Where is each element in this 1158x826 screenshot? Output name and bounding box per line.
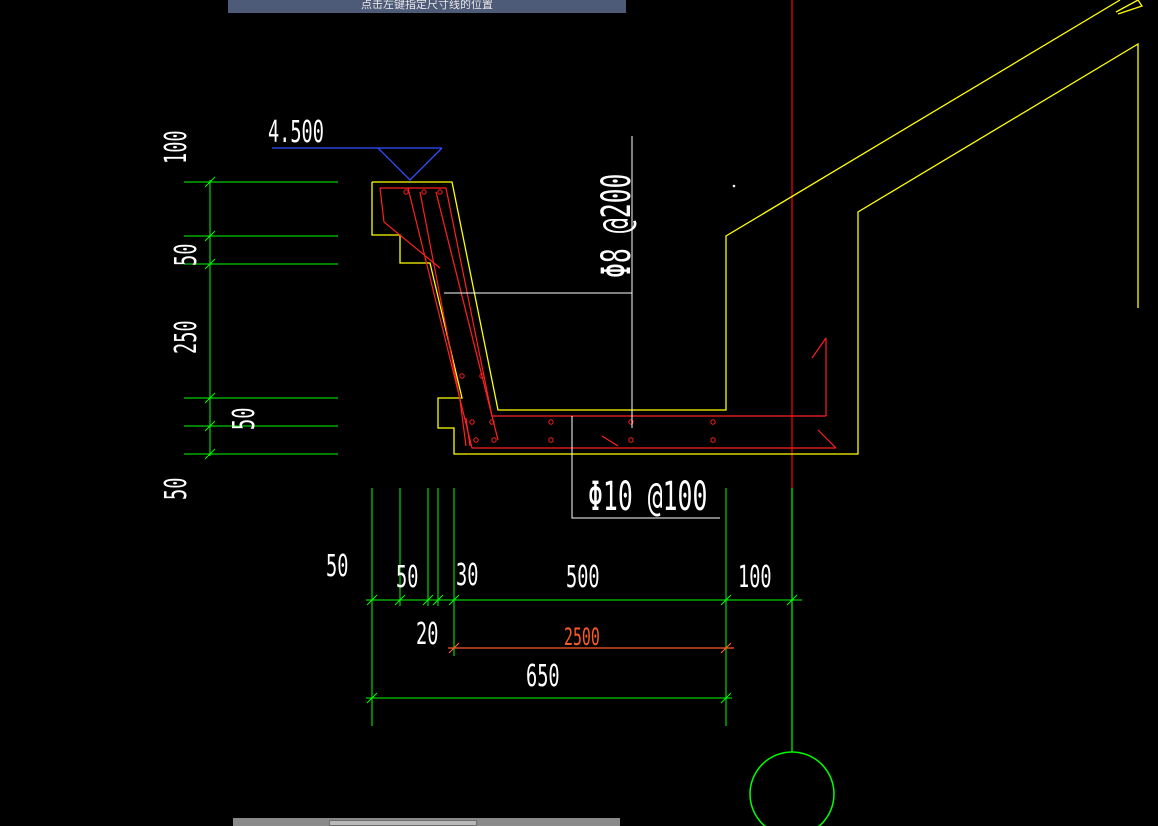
dim-h-50-outer: 50	[326, 548, 348, 583]
dim-h-30: 30	[456, 557, 478, 592]
overall-dimension	[448, 642, 734, 654]
horizontal-dimension-labels: 50 50 30 500 100 20 650 2500	[326, 548, 772, 693]
vertical-dimension-labels: 100 50 250 50 50	[158, 130, 261, 500]
rebar-label-vertical: Φ8 @200	[593, 174, 640, 278]
dim-h-500: 500	[566, 559, 600, 594]
dim-h-50: 50	[396, 559, 418, 594]
rebar-label-bottom: Φ10 @100	[588, 473, 707, 520]
horizontal-dimensions	[366, 488, 802, 726]
gutter-section-outline	[371, 0, 1144, 455]
bottom-scrollbar[interactable]	[233, 818, 620, 826]
dim-v-50-bottom: 50	[158, 478, 193, 500]
axis-bubble	[749, 751, 835, 826]
dim-h-2500: 2500	[564, 622, 600, 651]
elevation-label: 4.500	[268, 114, 324, 149]
dim-h-20: 20	[416, 616, 438, 651]
leader-lines	[444, 136, 736, 519]
dim-h-100: 100	[738, 559, 772, 594]
dim-v-250: 250	[168, 320, 203, 354]
elevation-marker: 4.500	[268, 114, 443, 181]
rebar-group	[379, 187, 837, 449]
vertical-dimensions	[184, 176, 338, 460]
rebar-dots	[403, 189, 716, 443]
command-prompt-text: 点击左键指定尺寸线的位置	[361, 0, 493, 11]
dim-v-50-mid: 50	[226, 408, 261, 430]
dim-v-100: 100	[158, 130, 193, 164]
dim-v-50-top: 50	[168, 244, 203, 266]
command-prompt-banner: 点击左键指定尺寸线的位置	[228, 0, 626, 13]
scrollbar-thumb[interactable]	[329, 820, 477, 826]
dim-h-650: 650	[526, 658, 560, 693]
